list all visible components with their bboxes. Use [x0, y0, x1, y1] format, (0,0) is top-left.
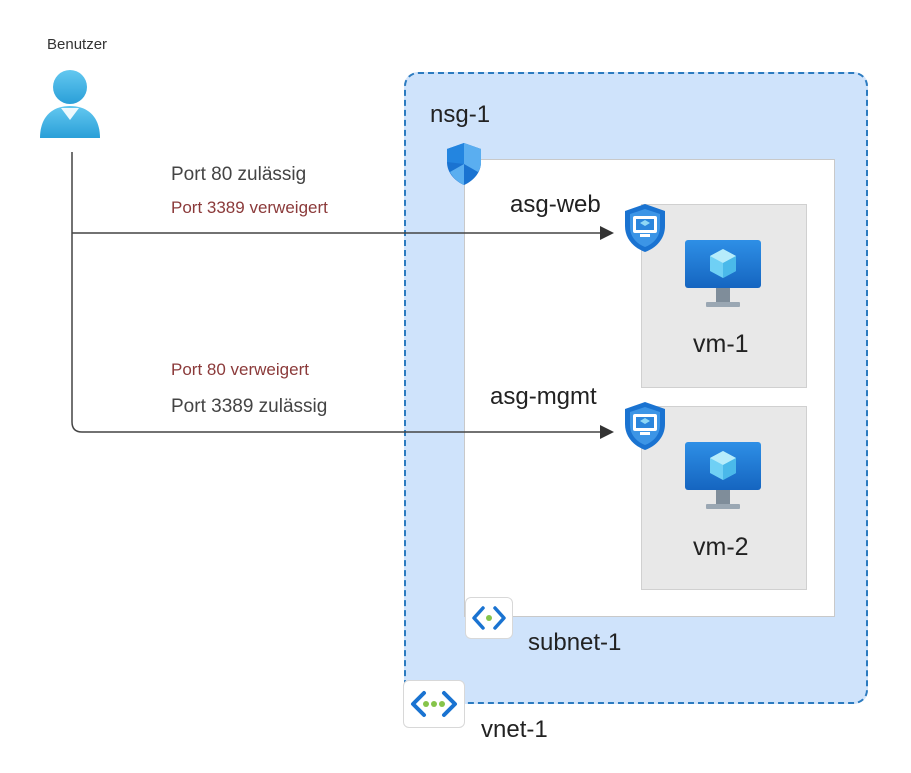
nsg-label: nsg-1: [430, 101, 491, 128]
vm-2-label: vm-2: [693, 533, 749, 561]
subnet-icon-tile: [465, 597, 513, 639]
user-icon: [40, 70, 100, 138]
vm-2-monitor-icon: [685, 442, 761, 509]
vnet-icon: [411, 691, 457, 717]
bottom-denied-label: Port 80 verweigert: [171, 360, 309, 379]
asg-mgmt-shield-icon: [625, 402, 665, 450]
asg-web-label: asg-web: [510, 191, 601, 218]
user-trunk-line: [71, 152, 600, 433]
subnet-icon: [472, 606, 506, 630]
top-arrow-head: [600, 226, 614, 240]
top-allowed-label: Port 80 zulässig: [171, 164, 307, 185]
vm-1-label: vm-1: [693, 330, 749, 358]
user-label: Benutzer: [47, 36, 108, 53]
vnet-label: vnet-1: [481, 716, 548, 743]
nsg-shield-icon: [447, 143, 481, 185]
subnet-label: subnet-1: [528, 629, 622, 656]
bottom-allowed-label: Port 3389 zulässig: [171, 396, 328, 417]
top-denied-label: Port 3389 verweigert: [171, 198, 328, 217]
vm-1-monitor-icon: [685, 240, 761, 307]
bottom-arrow-head: [600, 425, 614, 439]
vnet-icon-tile: [403, 680, 465, 728]
asg-mgmt-label: asg-mgmt: [490, 383, 597, 410]
asg-web-shield-icon: [625, 204, 665, 252]
